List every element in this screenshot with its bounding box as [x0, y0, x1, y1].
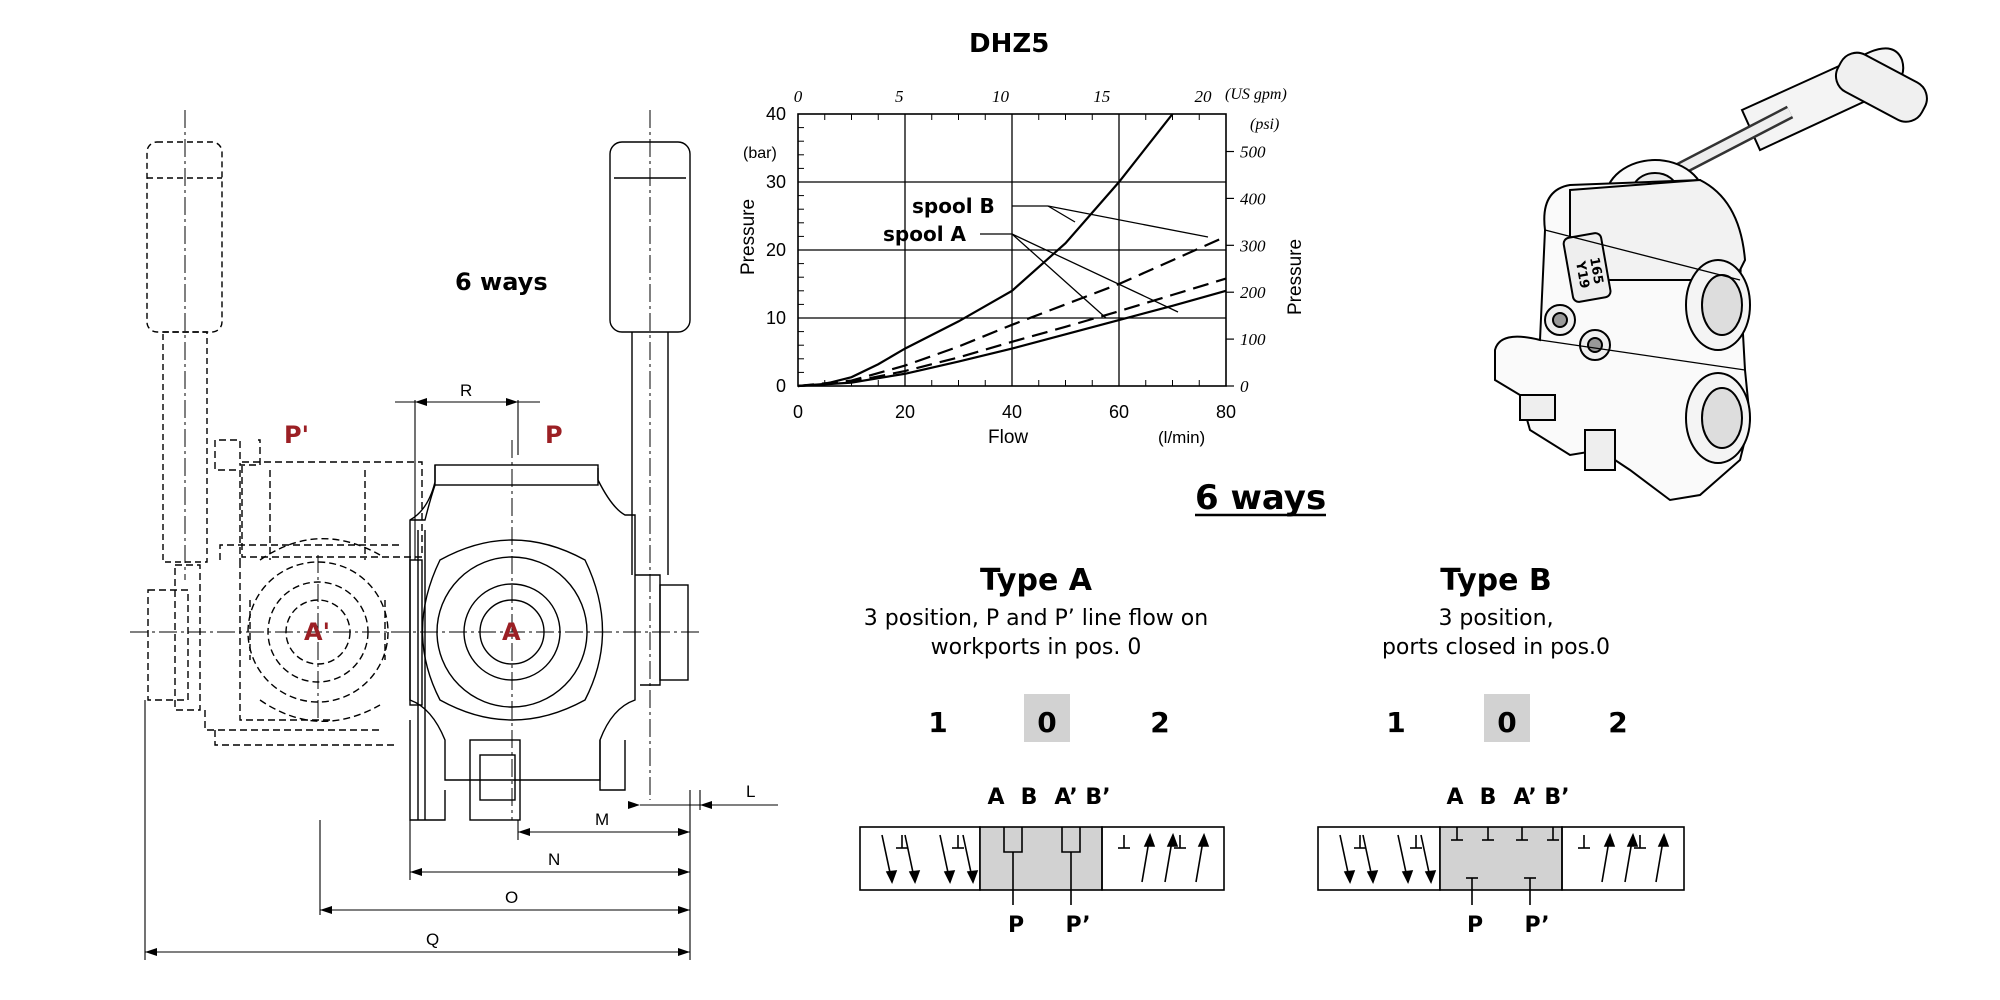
chart-title: DHZ5: [969, 29, 1049, 59]
x-axis-label: Flow: [988, 427, 1028, 448]
type-a-pos-1: 1: [928, 706, 947, 739]
type-b-desc-line2: ports closed in pos.0: [1382, 635, 1610, 660]
type-b-port-p-prime: P’: [1524, 913, 1549, 938]
y-tick-label: 30: [766, 172, 786, 192]
type-a-port-a-prime: A’: [1054, 785, 1077, 810]
type-a-panel: Type A 3 position, P and P’ line flow on…: [859, 563, 1225, 938]
dim-label-o: O: [505, 888, 518, 907]
chart-ticks: [797, 113, 1234, 387]
type-b-port-a-prime: A’: [1513, 785, 1536, 810]
y-tick-label: 10: [766, 308, 786, 328]
x2-axis-unit: (US gpm): [1225, 86, 1287, 103]
y-axis-label: Pressure: [738, 199, 759, 275]
port-label-p-prime: P': [284, 421, 309, 449]
y2-axis-label: Pressure: [1285, 239, 1306, 315]
dim-label-m: M: [595, 810, 609, 829]
type-b-port-a: A: [1446, 785, 1463, 810]
curve-2: [797, 235, 1227, 388]
port-label-a: A: [502, 618, 521, 646]
type-a-title: Type A: [980, 563, 1093, 598]
annotation-spool-b: spool B: [912, 194, 995, 218]
type-b-port-p: P: [1467, 913, 1483, 938]
x2-tick-label: 20: [1194, 87, 1212, 106]
y-tick-label: 40: [766, 104, 786, 124]
section-title: 6 ways: [1195, 478, 1326, 518]
dim-label-l: L: [746, 782, 755, 801]
type-a-port-b-prime: B’: [1085, 785, 1110, 810]
x2-tick-label: 5: [895, 87, 904, 106]
type-b-pos-2: 2: [1608, 706, 1627, 739]
y2-tick-label: 500: [1240, 143, 1266, 162]
type-a-port-p-prime: P’: [1065, 913, 1090, 938]
x-tick-label: 80: [1216, 402, 1236, 422]
type-a-desc-line2: workports in pos. 0: [931, 635, 1142, 660]
valve-3d-illustration: 165 Y19: [1494, 47, 1928, 502]
y2-tick-label: 200: [1240, 283, 1266, 302]
type-b-desc-line1: 3 position,: [1438, 606, 1553, 631]
x-tick-label: 20: [895, 402, 915, 422]
x2-tick-label: 15: [1093, 87, 1110, 106]
body-alternate-position: [147, 439, 423, 746]
y-tick-label: 0: [776, 376, 786, 396]
dim-label-q: Q: [426, 930, 439, 949]
type-a-port-b: B: [1021, 785, 1038, 810]
y2-tick-label: 300: [1239, 236, 1266, 255]
curve-4: [797, 289, 1227, 388]
y-axis-unit: (bar): [743, 145, 777, 162]
x-tick-label: 40: [1002, 402, 1022, 422]
y2-axis-unit: (psi): [1250, 116, 1279, 133]
annotation-leaders: [980, 205, 1209, 319]
dim-label-r: R: [460, 381, 472, 400]
y2-tick-label: 100: [1240, 330, 1266, 349]
y-tick-label: 20: [766, 240, 786, 260]
dim-label-n: N: [548, 850, 560, 869]
type-b-pos-1: 1: [1386, 706, 1405, 739]
curve-1: [797, 113, 1174, 388]
type-a-pos-2: 2: [1150, 706, 1169, 739]
drawing-title: 6 ways: [455, 268, 548, 296]
y2-tick-label: 400: [1240, 189, 1266, 208]
type-b-pos-0-highlight: [1484, 694, 1530, 742]
type-b-pos-0: 0: [1497, 706, 1516, 739]
chart-grid: [798, 114, 1226, 386]
valve-technical-drawing: [130, 110, 778, 960]
x-tick-label: 60: [1109, 402, 1129, 422]
type-a-pos-0-highlight: [1024, 694, 1070, 742]
type-b-port-b: B: [1480, 785, 1497, 810]
x-tick-label: 0: [793, 402, 803, 422]
x2-tick-label: 10: [992, 87, 1010, 106]
body-main: [409, 464, 689, 821]
x2-tick-label: 0: [794, 87, 803, 106]
valve-body-label-1: 165: [1586, 256, 1605, 285]
type-b-panel: Type B 3 position, ports closed in pos.0…: [1317, 563, 1685, 938]
type-a-port-p: P: [1008, 913, 1024, 938]
type-a-port-a: A: [987, 785, 1004, 810]
type-b-title: Type B: [1440, 563, 1552, 598]
type-b-valve-symbol: [1317, 826, 1685, 905]
type-a-valve-symbol: [859, 826, 1225, 905]
valve-body-label-2: Y19: [1572, 259, 1592, 290]
x-axis-unit: (l/min): [1158, 428, 1205, 447]
annotation-spool-a: spool A: [883, 222, 967, 246]
type-a-desc-line1: 3 position, P and P’ line flow on: [864, 606, 1208, 631]
port-label-a-prime: A': [304, 618, 330, 646]
type-a-pos-0: 0: [1037, 706, 1056, 739]
port-label-p: P: [545, 421, 563, 449]
y2-tick-label: 0: [1240, 377, 1249, 396]
type-b-port-b-prime: B’: [1544, 785, 1569, 810]
